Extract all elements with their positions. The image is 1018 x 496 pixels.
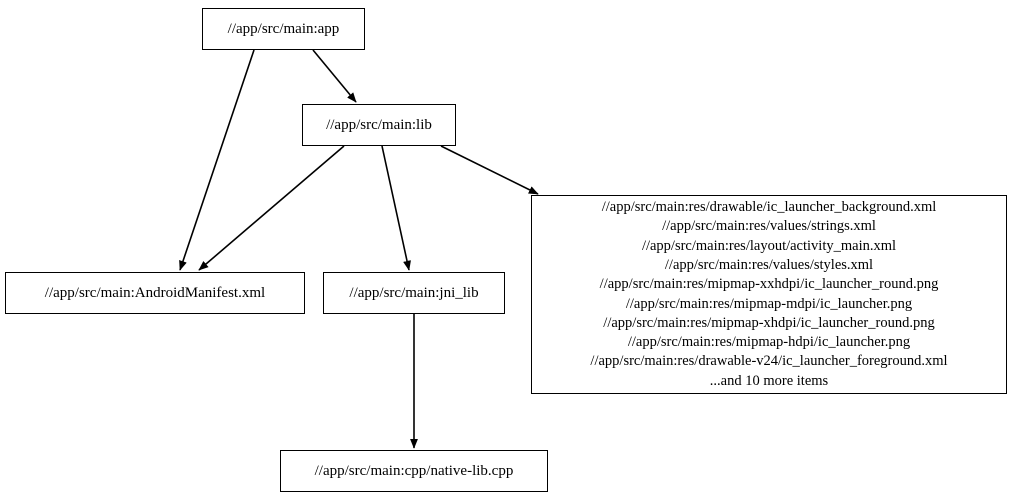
graph-node-native-lib-cpp-label: //app/src/main:cpp/native-lib.cpp [314, 462, 514, 479]
graph-edge-lib-to-jni-lib [381, 145, 411, 271]
graph-node-android-manifest-label: //app/src/main:AndroidManifest.xml [44, 284, 266, 301]
graph-node-lib[interactable]: //app/src/main:lib [302, 104, 456, 146]
graph-edge-lib-to-manifest [198, 145, 345, 271]
graph-edge-app-to-manifest [179, 49, 255, 271]
graph-node-jni-lib-label: //app/src/main:jni_lib [349, 284, 479, 301]
graph-node-app[interactable]: //app/src/main:app [202, 8, 365, 50]
graph-node-resources[interactable]: //app/src/main:res/drawable/ic_launcher_… [531, 195, 1007, 394]
graph-edge-app-to-lib [312, 49, 357, 103]
graph-edge-lib-to-resources [440, 145, 539, 195]
graph-node-jni-lib[interactable]: //app/src/main:jni_lib [323, 272, 505, 314]
graph-node-native-lib-cpp[interactable]: //app/src/main:cpp/native-lib.cpp [280, 450, 548, 492]
graph-node-android-manifest[interactable]: //app/src/main:AndroidManifest.xml [5, 272, 305, 314]
graph-node-lib-label: //app/src/main:lib [326, 116, 432, 133]
graph-node-resources-label: //app/src/main:res/drawable/ic_launcher_… [590, 199, 948, 389]
graph-node-app-label: //app/src/main:app [227, 20, 340, 37]
